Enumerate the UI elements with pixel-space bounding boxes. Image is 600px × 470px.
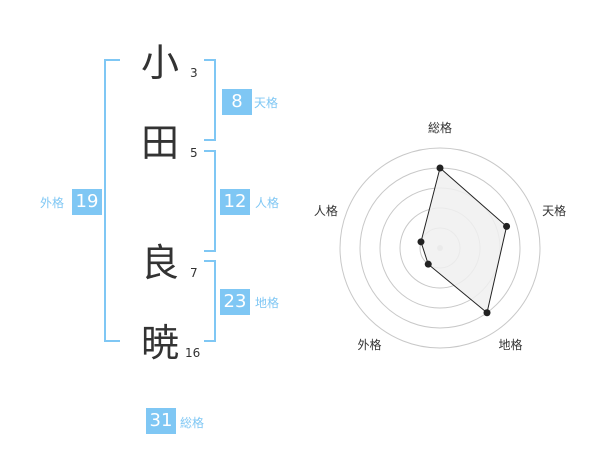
radar-point-2 bbox=[503, 222, 511, 230]
radar-axis-label-1: 総格 bbox=[428, 120, 452, 135]
stroke-count-2: 5 bbox=[190, 146, 198, 160]
gaikaku-label: 外格 bbox=[40, 196, 65, 210]
name-char-4: 暁 bbox=[140, 321, 179, 365]
chikaku-value: 23 bbox=[220, 289, 250, 315]
chikaku-bracket bbox=[204, 260, 216, 342]
radar-point-5 bbox=[417, 238, 425, 246]
gaikaku-value: 19 bbox=[72, 189, 102, 215]
stroke-count-3: 7 bbox=[190, 266, 198, 280]
jinkaku-value: 12 bbox=[220, 189, 250, 215]
radar-point-1 bbox=[436, 164, 444, 172]
stroke-count-1: 3 bbox=[190, 66, 198, 80]
name-char-2: 田 bbox=[140, 121, 179, 165]
radar-point-4 bbox=[424, 260, 432, 268]
soukaku-label: 総格 bbox=[180, 416, 205, 430]
name-char-1: 小 bbox=[140, 41, 179, 85]
radar-axis-label-3: 地格 bbox=[498, 337, 522, 352]
radar-point-3 bbox=[483, 309, 491, 317]
radar-ring-5 bbox=[339, 147, 541, 349]
radar-axis-label-4: 外格 bbox=[357, 337, 381, 352]
radar-area bbox=[420, 167, 508, 314]
gaikaku-bracket bbox=[104, 59, 120, 342]
radar-points bbox=[417, 164, 511, 317]
chikaku-label: 地格 bbox=[255, 296, 280, 310]
name-char-3: 良 bbox=[140, 241, 179, 285]
stroke-count-4: 16 bbox=[185, 346, 201, 360]
soukaku-value: 31 bbox=[146, 408, 176, 434]
radar-axis-label-2: 天格 bbox=[542, 203, 566, 218]
tenkaku-bracket bbox=[204, 59, 216, 141]
tenkaku-label: 天格 bbox=[254, 96, 279, 110]
jinkaku-bracket bbox=[204, 150, 216, 252]
tenkaku-value: 8 bbox=[222, 89, 252, 115]
jinkaku-label: 人格 bbox=[255, 196, 280, 210]
radar-axis-label-5: 人格 bbox=[314, 203, 338, 218]
